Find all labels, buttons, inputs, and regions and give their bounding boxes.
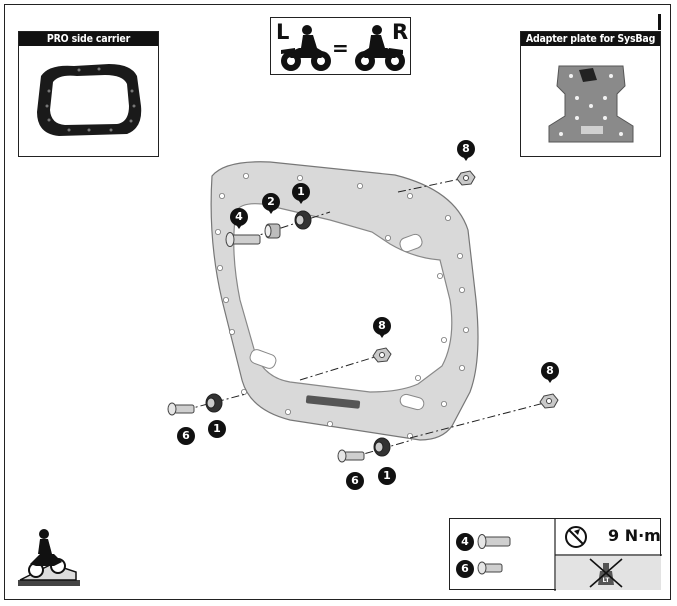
- adapter-plate-icon: [548, 65, 634, 143]
- callout-1-left: 1: [208, 420, 226, 438]
- rider-on-ramp-icon: [18, 529, 80, 586]
- left-side-label: L: [276, 20, 290, 44]
- short-bolt-bottom: [337, 449, 365, 463]
- torque-value: 9 N·m: [608, 526, 661, 545]
- callout-6-bottom: 6: [346, 472, 364, 490]
- callout-6-left: 6: [177, 427, 195, 445]
- rider-left-icon: [281, 25, 331, 71]
- legend-grid: LT: [477, 519, 662, 591]
- legend-short-bolt: [477, 561, 503, 575]
- pro-side-carrier-title: PRO side carrier: [19, 32, 158, 46]
- pro-side-carrier-box: PRO side carrier: [18, 31, 159, 157]
- diagram-frame: [4, 4, 671, 600]
- callout-8-middle: 8: [373, 317, 391, 338]
- adapter-plate-box: Adapter plate for SysBag 15: [520, 31, 661, 157]
- adapter-plate-title: Adapter plate for SysBag 15: [521, 32, 660, 59]
- callout-8-right: 8: [541, 362, 559, 383]
- bushing: [264, 223, 281, 239]
- long-bolt: [225, 232, 261, 247]
- carrier-opening: [233, 203, 453, 393]
- spacer-top: [294, 210, 312, 230]
- rider-right-icon: [355, 25, 405, 71]
- side-indicator-box: L = R: [270, 17, 411, 75]
- nut-top: [456, 170, 476, 186]
- spacer-bottom: [373, 437, 391, 457]
- spacer-left: [205, 393, 223, 413]
- corner-tick: [658, 14, 661, 30]
- legend-box: LT 4 6 9 N·m: [449, 518, 662, 591]
- short-bolt-left: [167, 402, 195, 416]
- callout-8-top: 8: [457, 140, 475, 161]
- pro-side-carrier-icon: [37, 64, 142, 136]
- threadlock-label: LT: [603, 577, 611, 584]
- callout-4: 4: [230, 208, 248, 229]
- legend-num-4: 4: [456, 533, 474, 551]
- legend-num-6: 6: [456, 560, 474, 578]
- callout-2: 2: [262, 193, 280, 214]
- legend-long-bolt: [477, 534, 511, 549]
- equals-sign: =: [332, 36, 349, 60]
- nut-right: [539, 393, 559, 409]
- callout-1-top: 1: [292, 183, 310, 204]
- torque-wrench-icon: [565, 526, 587, 548]
- threadlocker-crossed-icon: LT: [589, 558, 623, 588]
- callout-1-bottom: 1: [378, 467, 396, 485]
- nut-middle: [372, 347, 392, 363]
- right-side-label: R: [392, 20, 409, 44]
